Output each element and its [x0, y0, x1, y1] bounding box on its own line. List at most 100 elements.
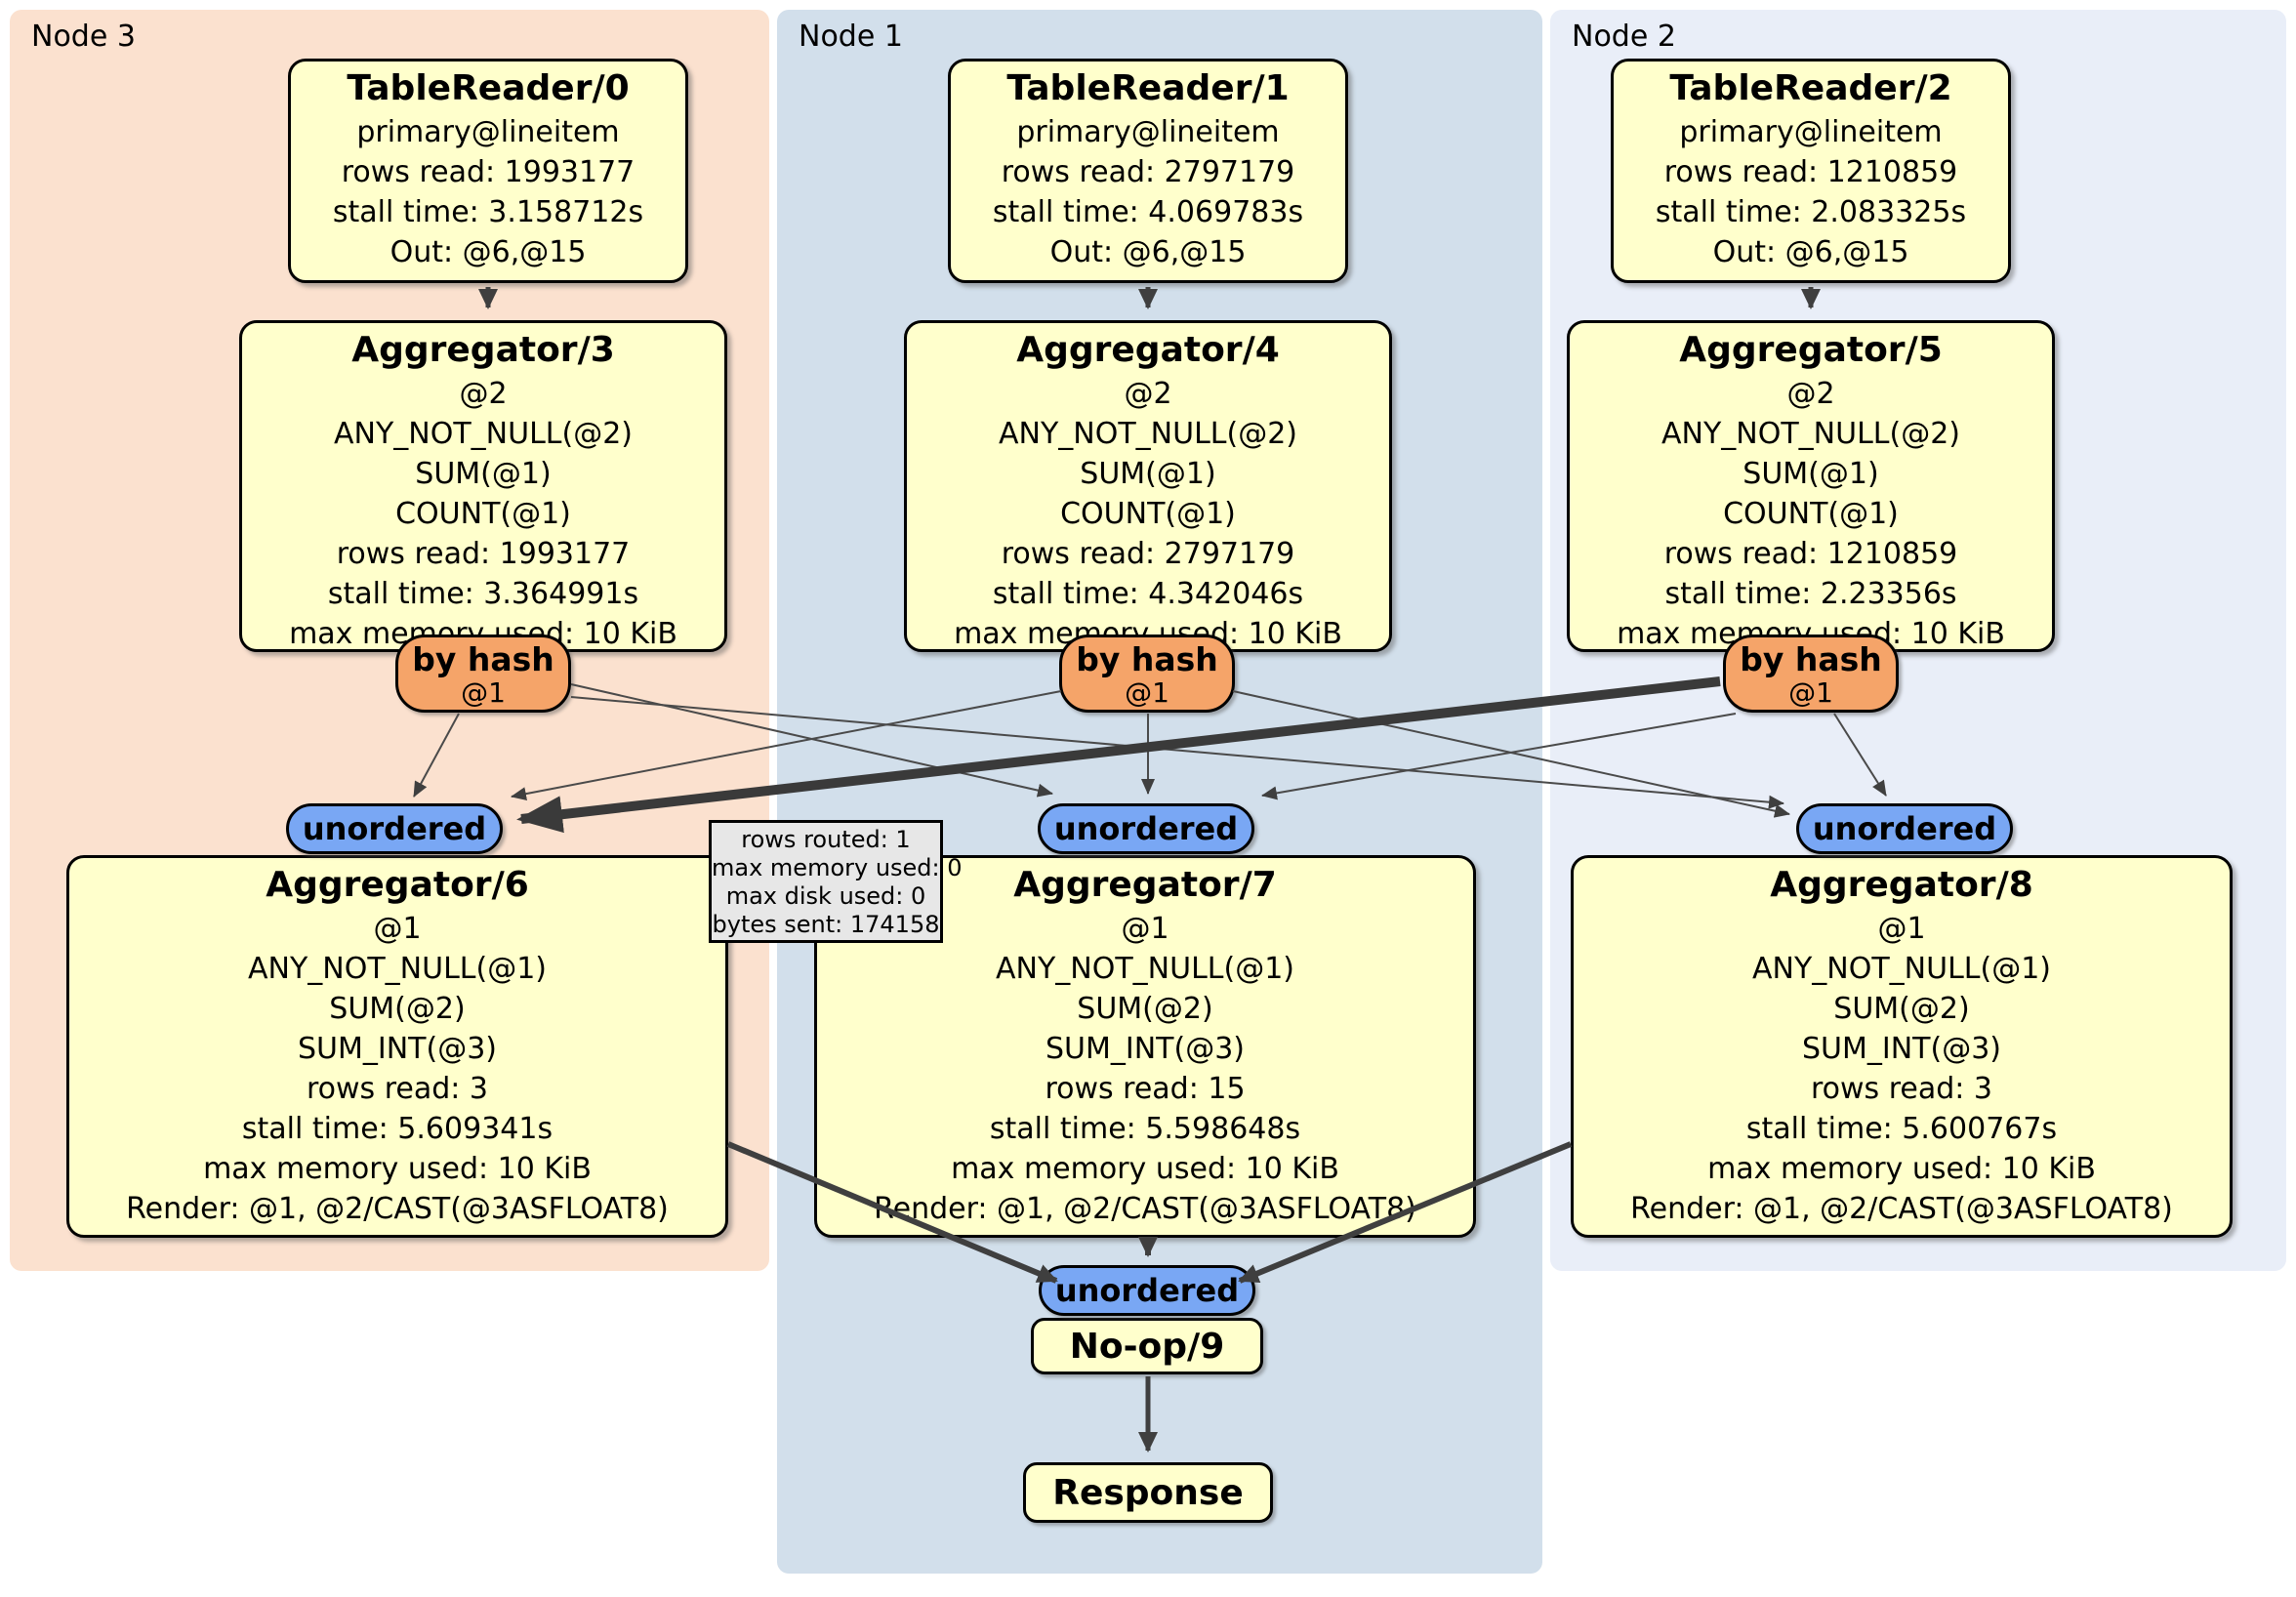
processor-title: TableReader/0 — [347, 68, 630, 108]
processor-stat-line: Out: @6,@15 — [1712, 235, 1909, 269]
stream-unordered-node2[interactable]: unordered — [1796, 803, 2013, 854]
stream-label: unordered — [1812, 810, 1997, 847]
processor-stat-line: SUM(@2) — [1833, 992, 1970, 1026]
processor-tablereader-2[interactable]: TableReader/2 primary@lineitem rows read… — [1611, 59, 2011, 283]
processor-title: No-op/9 — [1069, 1327, 1225, 1367]
processor-stat-line: SUM(@1) — [415, 457, 552, 491]
router-columns: @1 — [1125, 676, 1169, 709]
processor-tablereader-1[interactable]: TableReader/1 primary@lineitem rows read… — [948, 59, 1348, 283]
processor-stat-line: primary@lineitem — [356, 115, 620, 149]
processor-stat-line: @2 — [459, 377, 508, 411]
panel-label-node-1: Node 1 — [799, 20, 903, 54]
processor-stat-line: COUNT(@1) — [395, 497, 571, 531]
processor-stat-line: @2 — [1786, 377, 1835, 411]
processor-stat-line: stall time: 4.069783s — [992, 195, 1304, 229]
processor-stat-line: stall time: 5.598648s — [989, 1112, 1301, 1146]
processor-title: Response — [1052, 1473, 1244, 1513]
processor-aggregator-6[interactable]: Aggregator/6 @1 ANY_NOT_NULL(@1) SUM(@2)… — [66, 855, 728, 1238]
processor-stat-line: Render: @1, @2/CAST(@3ASFLOAT8) — [874, 1192, 1416, 1226]
processor-stat-line: max memory used: 10 KiB — [203, 1152, 592, 1186]
processor-stat-line: SUM(@1) — [1742, 457, 1879, 491]
processor-aggregator-5[interactable]: Aggregator/5 @2 ANY_NOT_NULL(@2) SUM(@1)… — [1567, 320, 2055, 652]
tooltip-line: max memory used: 0 — [712, 854, 963, 881]
processor-noop-9[interactable]: No-op/9 — [1031, 1318, 1263, 1374]
stream-unordered-node3[interactable]: unordered — [286, 803, 503, 854]
processor-stat-line: ANY_NOT_NULL(@2) — [334, 417, 633, 451]
stream-unordered-final[interactable]: unordered — [1039, 1265, 1255, 1316]
processor-stat-line: SUM(@2) — [1077, 992, 1213, 1026]
processor-stat-line: rows read: 3 — [306, 1072, 489, 1106]
processor-title: Aggregator/7 — [1013, 865, 1277, 905]
processor-stat-line: SUM_INT(@3) — [1802, 1032, 2001, 1066]
processor-stat-line: rows read: 15 — [1045, 1072, 1246, 1106]
processor-stat-line: Out: @6,@15 — [390, 235, 587, 269]
processor-stat-line: rows read: 1210859 — [1663, 155, 1958, 189]
processor-stat-line: primary@lineitem — [1016, 115, 1280, 149]
processor-stat-line: ANY_NOT_NULL(@1) — [996, 952, 1294, 986]
panel-label-node-3: Node 3 — [31, 20, 136, 54]
processor-stat-line: stall time: 4.342046s — [992, 577, 1304, 611]
router-label: by hash — [412, 640, 554, 678]
router-label: by hash — [1076, 640, 1218, 678]
processor-title: Aggregator/4 — [1016, 330, 1280, 370]
stream-unordered-node1[interactable]: unordered — [1038, 803, 1254, 854]
processor-stat-line: Render: @1, @2/CAST(@3ASFLOAT8) — [1630, 1192, 2173, 1226]
processor-title: Aggregator/5 — [1679, 330, 1943, 370]
processor-aggregator-8[interactable]: Aggregator/8 @1 ANY_NOT_NULL(@1) SUM(@2)… — [1571, 855, 2233, 1238]
processor-stat-line: @2 — [1124, 377, 1172, 411]
processor-stat-line: @1 — [1877, 912, 1926, 946]
processor-tablereader-0[interactable]: TableReader/0 primary@lineitem rows read… — [288, 59, 688, 283]
processor-stat-line: SUM(@1) — [1080, 457, 1216, 491]
processor-title: TableReader/1 — [1006, 68, 1290, 108]
processor-stat-line: rows read: 2797179 — [1001, 155, 1295, 189]
processor-stat-line: COUNT(@1) — [1060, 497, 1236, 531]
processor-stat-line: rows read: 1993177 — [336, 537, 631, 571]
processor-stat-line: stall time: 3.364991s — [327, 577, 639, 611]
tooltip-line: bytes sent: 174158 — [712, 911, 940, 938]
processor-stat-line: primary@lineitem — [1679, 115, 1943, 149]
processor-aggregator-3[interactable]: Aggregator/3 @2 ANY_NOT_NULL(@2) SUM(@1)… — [239, 320, 727, 652]
tooltip-line: max disk used: 0 — [725, 882, 926, 910]
processor-stat-line: SUM_INT(@3) — [1046, 1032, 1245, 1066]
processor-stat-line: stall time: 2.23356s — [1664, 577, 1957, 611]
processor-stat-line: stall time: 5.609341s — [241, 1112, 554, 1146]
processor-stat-line: Render: @1, @2/CAST(@3ASFLOAT8) — [126, 1192, 669, 1226]
stream-label: unordered — [302, 810, 487, 847]
processor-aggregator-4[interactable]: Aggregator/4 @2 ANY_NOT_NULL(@2) SUM(@1)… — [904, 320, 1392, 652]
processor-stat-line: COUNT(@1) — [1723, 497, 1899, 531]
processor-stat-line: @1 — [1121, 912, 1169, 946]
processor-stat-line: stall time: 5.600767s — [1745, 1112, 2058, 1146]
processor-title: TableReader/2 — [1669, 68, 1952, 108]
processor-stat-line: max memory used: 10 KiB — [951, 1152, 1339, 1186]
processor-stat-line: stall time: 2.083325s — [1655, 195, 1967, 229]
processor-title: Aggregator/6 — [266, 865, 529, 905]
stream-label: unordered — [1053, 810, 1239, 847]
router-label: by hash — [1740, 640, 1882, 678]
stream-label: unordered — [1054, 1272, 1240, 1309]
processor-stat-line: @1 — [373, 912, 422, 946]
processor-title: Aggregator/3 — [351, 330, 615, 370]
router-by-hash-node3[interactable]: by hash @1 — [395, 635, 571, 713]
processor-stat-line: rows read: 1210859 — [1663, 537, 1958, 571]
processor-title: Aggregator/8 — [1770, 865, 2033, 905]
processor-stat-line: ANY_NOT_NULL(@2) — [999, 417, 1297, 451]
router-by-hash-node1[interactable]: by hash @1 — [1059, 635, 1235, 713]
processor-stat-line: rows read: 1993177 — [341, 155, 636, 189]
panel-label-node-2: Node 2 — [1572, 20, 1676, 54]
processor-response[interactable]: Response — [1023, 1462, 1273, 1523]
processor-stat-line: rows read: 3 — [1810, 1072, 1993, 1106]
router-by-hash-node2[interactable]: by hash @1 — [1723, 635, 1899, 713]
tooltip-line: rows routed: 1 — [741, 826, 911, 853]
processor-stat-line: ANY_NOT_NULL(@1) — [1752, 952, 2051, 986]
processor-stat-line: stall time: 3.158712s — [332, 195, 644, 229]
router-columns: @1 — [461, 676, 506, 709]
processor-stat-line: ANY_NOT_NULL(@2) — [1661, 417, 1960, 451]
processor-stat-line: ANY_NOT_NULL(@1) — [248, 952, 547, 986]
processor-stat-line: max memory used: 10 KiB — [1707, 1152, 2096, 1186]
processor-stat-line: rows read: 2797179 — [1001, 537, 1295, 571]
router-columns: @1 — [1788, 676, 1833, 709]
processor-stat-line: SUM_INT(@3) — [298, 1032, 497, 1066]
processor-stat-line: Out: @6,@15 — [1049, 235, 1247, 269]
tooltip-stream-stats: rows routed: 1 max memory used: 0 max di… — [709, 820, 963, 943]
